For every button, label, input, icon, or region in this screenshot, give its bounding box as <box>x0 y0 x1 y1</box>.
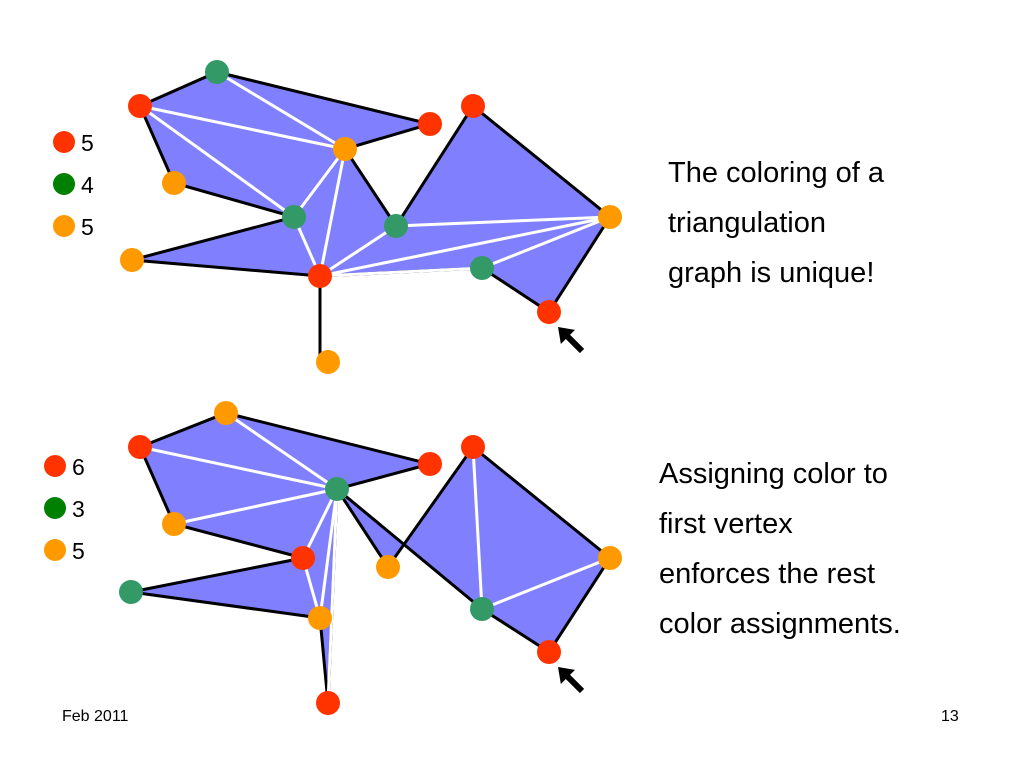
vertex-red <box>128 435 152 459</box>
polygon-fill <box>131 70 612 362</box>
vertex-orange <box>598 546 622 570</box>
page-number: 13 <box>941 708 959 725</box>
vertex-red <box>418 112 442 136</box>
vertex-red <box>537 300 561 324</box>
arrow-pointer-icon <box>558 667 585 694</box>
legend-red-count: 6 <box>72 454 85 480</box>
caption-line: Assigning color to <box>659 458 888 490</box>
vertex-orange <box>162 512 186 536</box>
legend-green-count: 4 <box>81 172 94 198</box>
legend-green-dot <box>53 173 75 195</box>
vertex-green <box>384 214 408 238</box>
legend-orange-dot <box>44 539 66 561</box>
vertex-orange <box>214 401 238 425</box>
vertex-green <box>325 477 349 501</box>
legend-red-count: 5 <box>81 130 94 156</box>
vertex-green <box>205 60 229 84</box>
caption-line: color assignments. <box>659 608 901 640</box>
vertices <box>119 401 622 715</box>
vertex-orange <box>376 555 400 579</box>
vertex-green <box>119 580 143 604</box>
vertex-orange <box>308 606 332 630</box>
vertex-red <box>128 94 152 118</box>
vertex-red <box>537 640 561 664</box>
vertex-orange <box>162 171 186 195</box>
legend-red-dot <box>53 131 75 153</box>
caption-bottom: Assigning color to first vertex enforces… <box>659 449 901 649</box>
vertex-orange <box>316 350 340 374</box>
vertex-red <box>418 452 442 476</box>
caption-line: first vertex <box>659 508 793 540</box>
vertex-red <box>291 546 315 570</box>
vertex-orange <box>333 137 357 161</box>
footer-date: Feb 2011 <box>62 708 129 725</box>
vertex-red <box>308 264 332 288</box>
triangulation-diagram-top: 5 4 5 <box>53 60 622 374</box>
caption-top: The coloring of a triangulation graph is… <box>668 148 884 298</box>
vertex-green <box>282 205 306 229</box>
vertex-green <box>470 256 494 280</box>
vertices <box>120 60 622 374</box>
triangulation-diagram-bottom: 6 3 5 <box>44 401 622 715</box>
caption-line: The coloring of a <box>668 157 885 189</box>
vertex-green <box>470 597 494 621</box>
legend-orange-dot <box>53 215 75 237</box>
legend-bottom: 6 3 5 <box>44 454 85 564</box>
legend-orange-count: 5 <box>81 214 94 240</box>
legend-green-dot <box>44 497 66 519</box>
vertex-orange <box>598 205 622 229</box>
arrow-pointer-icon <box>558 327 585 354</box>
caption-line: triangulation <box>668 207 826 239</box>
legend-green-count: 3 <box>72 496 85 522</box>
vertex-red <box>316 691 340 715</box>
vertex-red <box>461 435 485 459</box>
vertex-orange <box>120 248 144 272</box>
caption-line: enforces the rest <box>659 558 875 590</box>
legend-top: 5 4 5 <box>53 130 94 240</box>
legend-red-dot <box>44 455 66 477</box>
vertex-red <box>461 94 485 118</box>
polygon-fill <box>130 411 612 704</box>
legend-orange-count: 5 <box>72 538 85 564</box>
caption-line: graph is unique! <box>668 257 875 289</box>
